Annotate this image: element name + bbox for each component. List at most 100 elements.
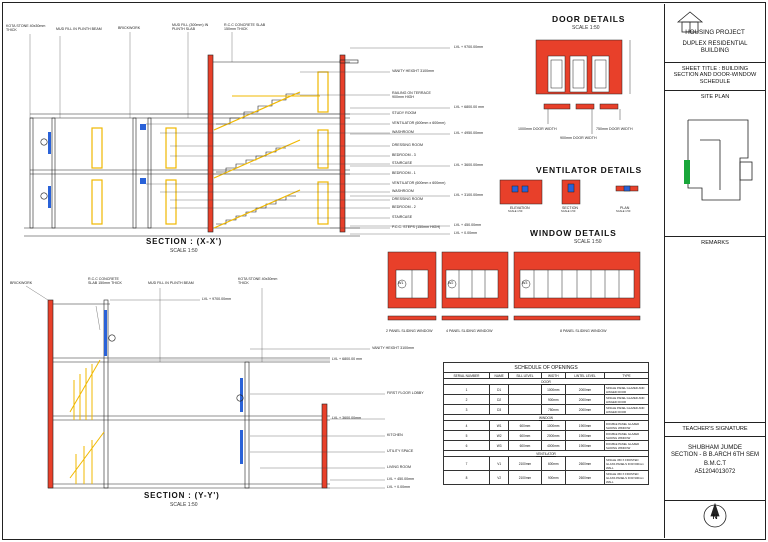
schedule-cell: DOUBLE PANEL GLAZED SLIDING WINDOW xyxy=(604,430,649,441)
yy-side-1: FIRST FLOOR LOBBY xyxy=(387,391,424,395)
door-label-900: 900mm DOOR WIDTH xyxy=(560,136,597,140)
schedule-cell: 900mm xyxy=(540,470,567,485)
xx-side-3: VENTILATOR (600mm x 600mm) xyxy=(392,121,446,125)
xx-side-12: BEDROOM - 2 xyxy=(392,205,416,209)
window-details-scale: SCALE 1:50 xyxy=(574,239,602,245)
xx-level-1: LVL + 6800.00 mm xyxy=(454,105,485,109)
xx-level-0: LVL + 9700.00mm xyxy=(454,45,484,49)
schedule-cell: 1 xyxy=(443,384,490,395)
building-name: DUPLEX RESIDENTIAL BUILDING xyxy=(682,41,748,54)
schedule-cell: 600mm xyxy=(540,456,567,471)
yy-level-2: LVL + 3600.00mm xyxy=(332,416,362,420)
vent-label-elevation: ELEVATION xyxy=(510,206,530,210)
roll-number: A51204013072 xyxy=(694,469,736,475)
yy-label-kota: KOTA STONE 40x30mm THICK xyxy=(238,277,278,285)
yy-level-3: LVL + 450.00mm xyxy=(387,477,415,481)
window-tag-w2: W2 xyxy=(448,281,454,285)
xx-side-10: WASHROOM xyxy=(392,189,414,193)
vent-label-section: SECTION xyxy=(562,206,578,210)
yy-level-0: LVL + 9700.00mm xyxy=(202,297,232,301)
schedule-table: SCHEDULE OF OPENINGS SERIAL NUMBER NAME … xyxy=(443,362,649,485)
schedule-cell: SINGLE 450 X FROSTED GLASS PANELS FOR 90… xyxy=(604,470,649,485)
schedule-cell: 4000mm xyxy=(540,440,567,451)
schedule-cell: SINGLE PANEL GLAZED AND HINGED DOOR xyxy=(604,394,649,405)
schedule-cell: W1 xyxy=(488,420,510,431)
vent-label-plan: PLAN xyxy=(620,206,630,210)
yy-level-1: LVL + 6800.00 mm xyxy=(332,357,363,361)
schedule-cell: D1 xyxy=(488,384,510,395)
yy-label-mudfill: MUD FILL IN PLINTH BEAM xyxy=(148,281,194,285)
schedule-cell: 1000mm xyxy=(540,420,567,431)
schedule-cell: W3 xyxy=(488,440,510,451)
schedule-cell: 2000mm xyxy=(540,430,567,441)
yy-side-3: UTILITY SPACE xyxy=(387,449,414,453)
door-label-750: 750mm DOOR WIDTH xyxy=(596,127,633,131)
xx-label-brickwork: BRICKWORK xyxy=(118,26,141,30)
xx-side-6: BEDROOM - 3 xyxy=(392,153,416,157)
door-details-title: DOOR DETAILS xyxy=(552,14,626,24)
xx-side-0: VANITY HEIGHT 3100mm xyxy=(392,69,435,73)
window-tag-w3: W3 xyxy=(522,281,528,285)
schedule-cell: 600mm xyxy=(508,440,542,451)
schedule-cell: 2000mm xyxy=(565,404,605,415)
door-label-1000: 1000mm DOOR WIDTH xyxy=(518,127,557,131)
section-xx-scale: SCALE 1:50 xyxy=(170,248,198,254)
window-tag-w1: W1 xyxy=(398,281,404,285)
schedule-cell: SINGLE PANEL GLAZED AND HINGED DOOR xyxy=(604,384,649,395)
schedule-cell: SINGLE 450 X FROSTED GLASS PANELS FOR 60… xyxy=(604,456,649,471)
xx-side-11: DRESSING ROOM xyxy=(392,197,423,201)
schedule-cell: 6 xyxy=(443,440,490,451)
vent-scale-elevation: SCALE 1:50 xyxy=(508,210,523,213)
yy-label-rcc: R.C.C CONCRETE SLAB 150mm THICK xyxy=(88,277,122,285)
ventilator-details-title: VENTILATOR DETAILS xyxy=(536,165,643,175)
window-label-2panel: 2 PANEL SLIDING WINDOW xyxy=(386,329,433,333)
title-block: HOUSING PROJECT DUPLEX RESIDENTIAL BUILD… xyxy=(664,4,765,538)
schedule-cell: 7 xyxy=(443,456,490,471)
schedule-title-row: SCHEDULE OF OPENINGS xyxy=(443,362,649,373)
door-details-scale: SCALE 1:50 xyxy=(572,25,600,31)
xx-label-rcc: R.C.C CONCRETE SLAB 150mm THICK xyxy=(224,23,266,31)
yy-side-0: VANITY HEIGHT 3100mm xyxy=(372,346,415,350)
schedule-cell: DOUBLE PANEL GLAZED SLIDING WINDOW xyxy=(604,420,649,431)
xx-side-2: STUDY ROOM xyxy=(392,111,417,115)
xx-level-4: LVL + 3100.00mm xyxy=(454,193,484,197)
schedule-cell: 2 xyxy=(443,394,490,405)
schedule-cell: 8 xyxy=(443,470,490,485)
schedule-cell: DOUBLE PANEL GLAZED SLIDING WINDOW xyxy=(604,440,649,451)
student-section: SECTION - B B.ARCH 6TH SEM xyxy=(670,452,759,458)
schedule-cell: SINGLE PANEL GLAZED AND HINGED DOOR xyxy=(604,404,649,415)
schedule-cell: 3 xyxy=(443,404,490,415)
xx-side-14: P.C.C. STEPS (150mm HIGH) xyxy=(392,225,441,229)
schedule-cell: 1900mm xyxy=(565,440,605,451)
xx-side-7: STAIRCASE xyxy=(392,161,413,165)
section-yy-drawing xyxy=(25,285,385,489)
ventilator-details-drawing xyxy=(499,179,639,205)
schedule-cell xyxy=(508,394,542,405)
schedule-cell xyxy=(508,404,542,415)
vent-scale-section: SCALE 1:50 xyxy=(561,210,576,213)
yy-label-brickwork: BRICKWORK xyxy=(10,281,33,285)
schedule-cell: 5 xyxy=(443,430,490,441)
xx-side-8: BEDROOM - 1 xyxy=(392,171,416,175)
xx-side-5: DRESSING ROOM xyxy=(392,143,423,147)
schedule-cell xyxy=(508,384,542,395)
schedule-cell: D2 xyxy=(488,394,510,405)
window-label-4panel: 4 PANEL SLIDING WINDOW xyxy=(446,329,493,333)
window-label-8panel: 8 PANEL SLIDING WINDOW xyxy=(560,329,607,333)
teacher-signature-label: TEACHER'S SIGNATURE xyxy=(682,426,748,432)
schedule-cell: 2000mm xyxy=(565,394,605,405)
schedule-cell: V1 xyxy=(488,456,510,471)
schedule-cell: 2100mm xyxy=(508,456,542,471)
schedule-cell: V2 xyxy=(488,470,510,485)
xx-level-5: LVL + 450.00mm xyxy=(454,223,482,227)
xx-level-6: LVL + 0.00mm xyxy=(454,231,478,235)
xx-level-3: LVL + 3600.00mm xyxy=(454,163,484,167)
